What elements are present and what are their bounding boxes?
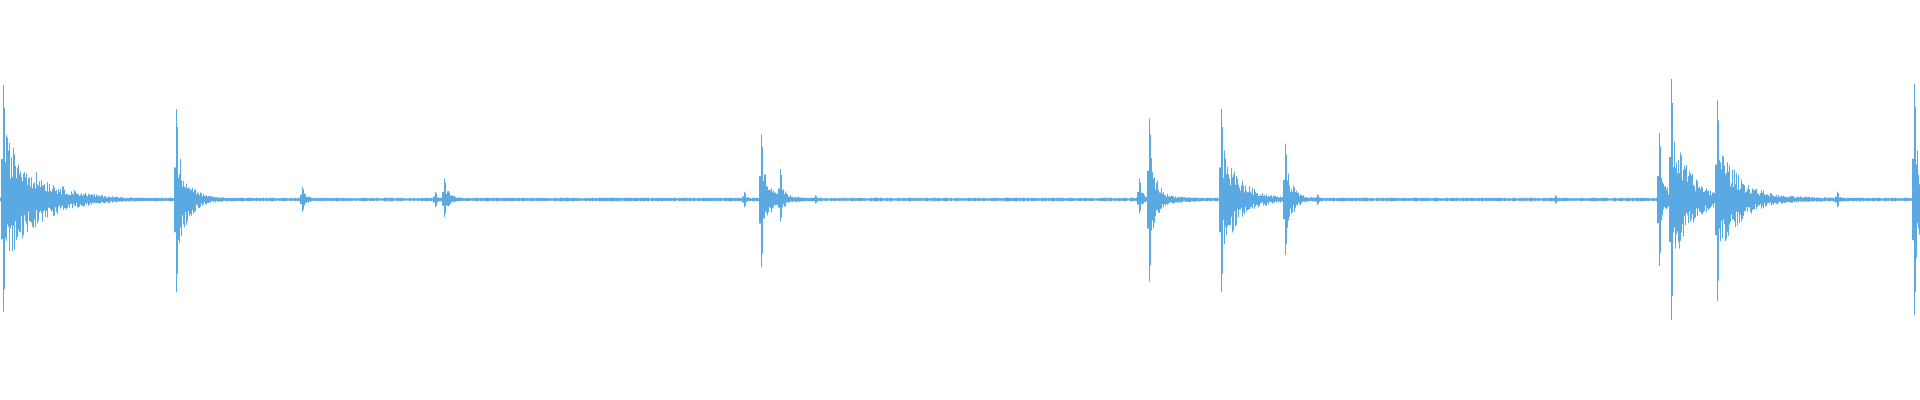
waveform-transient-12: [1219, 109, 1222, 291]
waveform-transient-9: [813, 195, 816, 202]
waveform-transient-6: [742, 192, 745, 206]
waveform-transient-16: [1657, 133, 1660, 265]
waveform-transient-15: [1553, 195, 1556, 202]
waveform-signal: [0, 79, 1920, 320]
waveform-transient-20: [1912, 84, 1915, 314]
waveform-transient-11: [1147, 119, 1150, 281]
waveform-transient-14: [1315, 194, 1318, 204]
waveform-transient-18: [1715, 101, 1718, 300]
waveform-transient-4: [433, 192, 436, 206]
waveform-transient-8: [778, 169, 781, 221]
waveform-transient-13: [1283, 144, 1286, 254]
waveform-transient-2: [174, 109, 177, 291]
waveform-transient-19: [1835, 192, 1838, 206]
waveform-transient-17: [1669, 79, 1672, 319]
waveform-transient-5: [442, 179, 445, 216]
waveform-transient-7: [759, 134, 762, 266]
waveform-transient-3: [300, 187, 303, 211]
waveform-transient-10: [1137, 179, 1140, 213]
waveform-transient-1: [1, 85, 4, 311]
